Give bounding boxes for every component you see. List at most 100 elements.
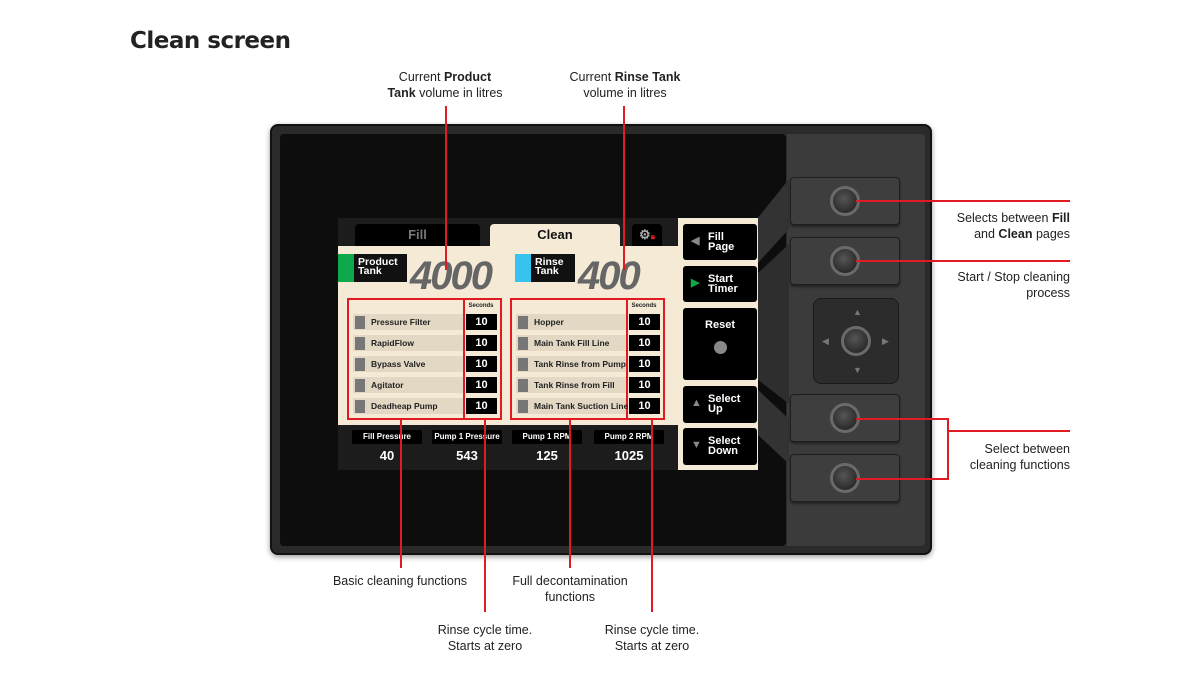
stat-label: Fill Pressure xyxy=(352,430,422,444)
callout-line xyxy=(445,106,447,270)
list-item[interactable]: Bypass Valve xyxy=(353,356,463,372)
note-rinse-cycle-2: Rinse cycle time.Starts at zero xyxy=(604,623,700,653)
arrow-up-icon: ▲ xyxy=(853,307,862,317)
list-item[interactable]: Hopper xyxy=(516,314,626,330)
list-item[interactable]: RapidFlow xyxy=(353,335,463,351)
seconds-column xyxy=(626,300,663,418)
softkey-label: Select xyxy=(708,435,741,447)
panel-bevel xyxy=(757,179,789,464)
settings-lock-button[interactable]: ⚙🔒︎ xyxy=(632,224,662,246)
dot-icon xyxy=(713,341,727,354)
list-item[interactable]: Tank Rinse from Fill xyxy=(516,377,626,393)
stat-label: Pump 1 RPM xyxy=(512,430,582,444)
callout-line xyxy=(856,260,1070,262)
function-name: RapidFlow xyxy=(371,338,414,348)
stat-value: 543 xyxy=(456,448,478,463)
softkey-label: Start xyxy=(708,273,734,285)
stat-pump1-pressure: Pump 1 Pressure 543 xyxy=(432,430,502,463)
list-item[interactable]: Main Tank Fill Line xyxy=(516,335,626,351)
seconds-value: 10 xyxy=(466,335,497,351)
product-tank-volume: 4000 xyxy=(410,254,493,298)
softkey-label: Timer xyxy=(708,283,738,295)
callout-line xyxy=(484,420,486,612)
joystick-knob-icon xyxy=(841,326,871,356)
stat-fill-pressure: Fill Pressure 40 xyxy=(352,430,422,463)
stat-value: 40 xyxy=(379,448,395,463)
function-name: Tank Rinse from Pump xyxy=(534,359,626,369)
callout-line xyxy=(947,430,1070,432)
seconds-header: Seconds xyxy=(631,303,657,309)
callout-line xyxy=(856,418,948,420)
seconds-column xyxy=(463,300,500,418)
list-item[interactable]: Deadheap Pump xyxy=(353,398,463,414)
seconds-value: 10 xyxy=(629,398,660,414)
triangle-left-icon: ◀ xyxy=(691,235,700,247)
gear-lock-icon: ⚙🔒︎ xyxy=(639,227,655,242)
seconds-value: 10 xyxy=(466,314,497,330)
rinse-tank-color xyxy=(515,254,531,282)
softkey-label: Fill xyxy=(708,231,724,243)
rinse-tank-l2: Tank xyxy=(535,265,559,277)
softkey-label: Page xyxy=(708,241,735,253)
joystick[interactable]: ▲ ▼ ◀ ▶ xyxy=(813,298,899,384)
product-tank-l2: Tank xyxy=(358,265,382,277)
softkey-label: Select xyxy=(708,393,741,405)
tab-clean[interactable]: Clean xyxy=(490,224,620,246)
stat-pump2-rpm: Pump 2 RPM 1025 xyxy=(594,430,664,463)
stat-label: Pump 1 Pressure xyxy=(432,430,502,444)
list-item[interactable]: Pressure Filter xyxy=(353,314,463,330)
triangle-down-icon: ▼ xyxy=(691,439,702,451)
tab-fill[interactable]: Fill xyxy=(355,224,480,246)
play-icon: ▶ xyxy=(691,277,700,289)
arrow-right-icon: ▶ xyxy=(882,336,889,346)
product-tank-color xyxy=(338,254,354,282)
page-title: Clean screen xyxy=(130,28,291,54)
list-item[interactable]: Tank Rinse from Pump xyxy=(516,356,626,372)
reset-softkey[interactable]: Reset xyxy=(683,308,757,380)
stat-value: 125 xyxy=(536,448,558,463)
callout-line xyxy=(947,418,949,480)
seconds-value: 10 xyxy=(466,356,497,372)
callout-line xyxy=(856,478,948,480)
function-name: Main Tank Suction Line xyxy=(534,401,629,411)
triangle-up-icon: ▲ xyxy=(691,397,702,409)
function-name: Pressure Filter xyxy=(371,317,431,327)
callout-line xyxy=(623,106,625,270)
function-name: Deadheap Pump xyxy=(371,401,438,411)
callout-line xyxy=(651,420,653,612)
function-name: Agitator xyxy=(371,380,404,390)
rinse-tank-volume: 400 xyxy=(578,254,641,298)
seconds-value: 10 xyxy=(466,377,497,393)
function-name: Main Tank Fill Line xyxy=(534,338,610,348)
softkey-label: Up xyxy=(708,403,723,415)
function-name: Bypass Valve xyxy=(371,359,426,369)
seconds-header: Seconds xyxy=(468,303,494,309)
seconds-value: 10 xyxy=(629,335,660,351)
stat-value: 1025 xyxy=(614,448,644,463)
seconds-value: 10 xyxy=(629,356,660,372)
physical-button-2[interactable] xyxy=(790,237,900,285)
rinse-tank-l1: Rinse xyxy=(535,256,564,268)
note-basic: Basic cleaning functions xyxy=(332,574,468,588)
list-item[interactable]: Main Tank Suction Line xyxy=(516,398,629,414)
arrow-left-icon: ◀ xyxy=(822,336,829,346)
arrow-down-icon: ▼ xyxy=(853,365,862,375)
stat-label: Pump 2 RPM xyxy=(594,430,664,444)
list-item[interactable]: Agitator xyxy=(353,377,463,393)
button-knob-icon xyxy=(830,186,860,216)
seconds-value: 10 xyxy=(629,377,660,393)
seconds-value: 10 xyxy=(629,314,660,330)
